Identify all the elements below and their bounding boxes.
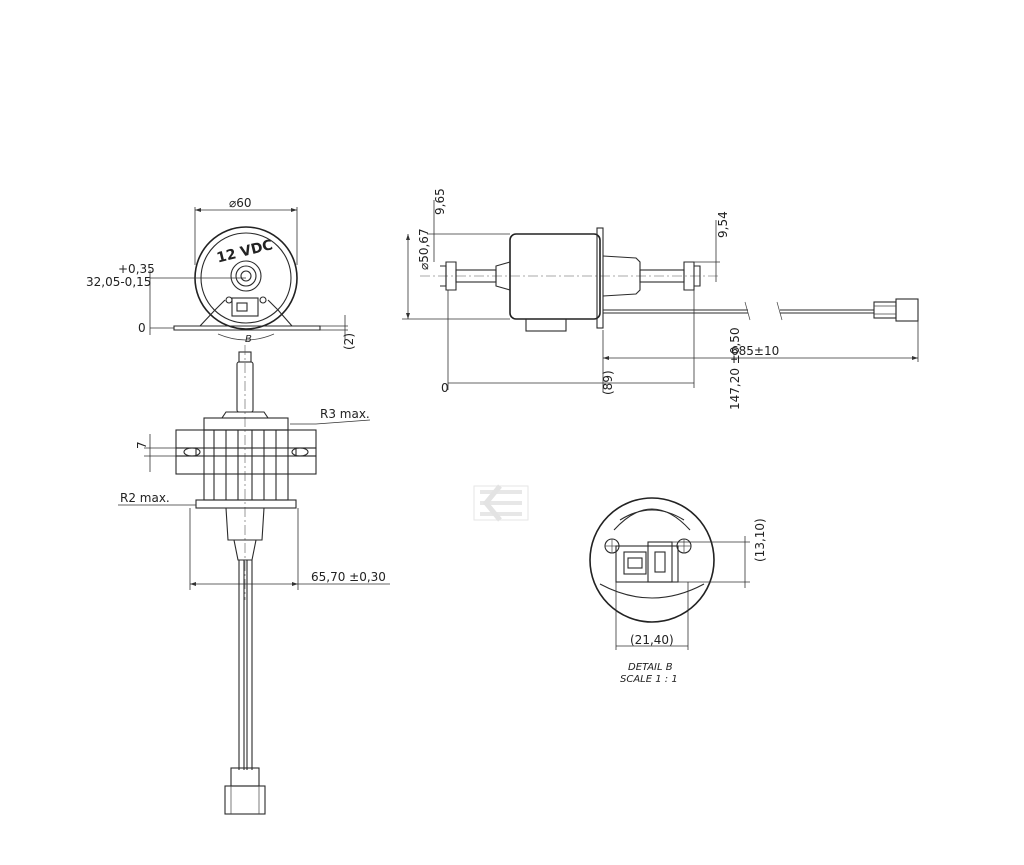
front-view: ⌀60 12 VDC +0,35 32,05-0,15 0 B (2) <box>86 196 356 350</box>
r2-max-label: R2 max. <box>120 491 170 505</box>
detail-scale: SCALE 1 : 1 <box>620 674 678 685</box>
dim-7: 7 <box>135 441 149 449</box>
dim-diameter-60: ⌀60 <box>229 196 252 210</box>
zero-marker-left: 0 <box>138 321 146 335</box>
dim-65-70: 65,70 ±0,30 <box>311 570 386 584</box>
side-view: 9,65 ⌀50,67 9,54 685±10 0 (89) 147,20 ±0… <box>402 188 919 410</box>
tolerance-base: 32,05-0,15 <box>86 275 151 289</box>
dim-9-54: 9,54 <box>716 211 730 238</box>
dim-paren-89: (89) <box>601 370 615 395</box>
tolerance-plus: +0,35 <box>118 262 155 276</box>
r3-max-label: R3 max. <box>320 407 370 421</box>
dim-685-10: 685±10 <box>731 344 779 358</box>
dim-9-65: 9,65 <box>433 188 447 215</box>
zero-marker-side: 0 <box>441 381 449 395</box>
dim-diameter-50-67: ⌀50,67 <box>417 228 431 270</box>
voltage-label: 12 VDC <box>215 237 274 266</box>
dim-detail-13-10: (13,10) <box>753 518 767 562</box>
watermark-logo <box>473 484 529 522</box>
dim-147-20: 147,20 ±0,50 <box>728 327 742 410</box>
detail-b-view: (13,10) (21,40) DETAIL B SCALE 1 : 1 <box>589 497 767 685</box>
detail-title: DETAIL B <box>628 662 673 673</box>
top-view: R3 max. 7 R2 max. 65,70 ±0,30 <box>118 345 390 815</box>
dim-detail-21-40: (21,40) <box>630 633 674 647</box>
dim-paren-2: (2) <box>342 333 356 350</box>
section-b-label: B <box>245 334 252 345</box>
